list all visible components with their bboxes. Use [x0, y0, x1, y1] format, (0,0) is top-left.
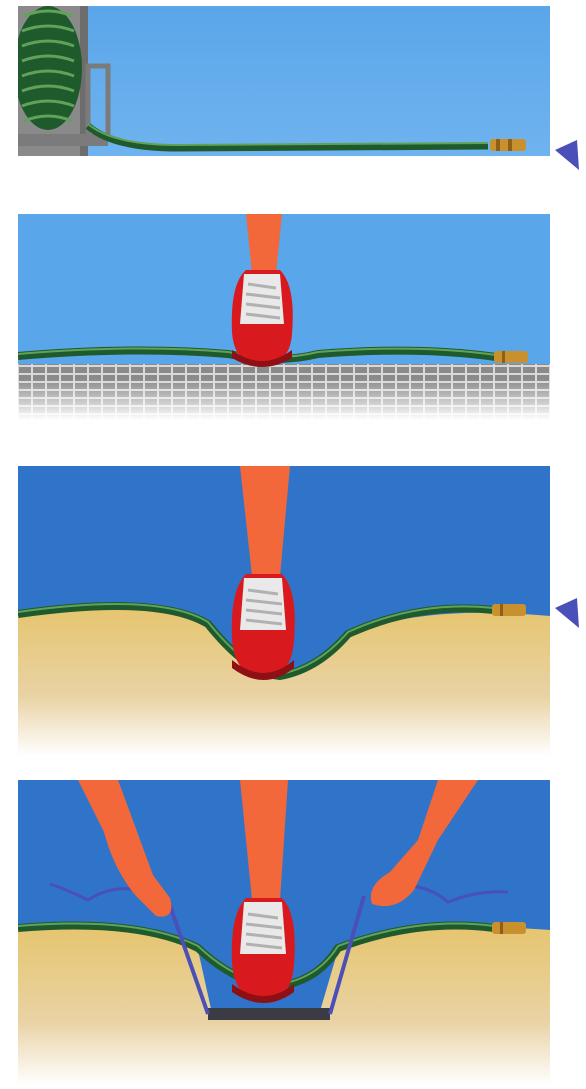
shoe-paving-scene [18, 214, 550, 420]
water-spray-icon [555, 140, 586, 176]
shoe-icon [232, 898, 295, 1003]
hose-nozzle-icon [492, 922, 526, 934]
hose-reel-scene [18, 6, 550, 176]
shoe-sand-scene [18, 466, 550, 756]
panel-hands-pulling-wire [18, 780, 550, 1085]
water-spray-icon [555, 598, 586, 634]
ground-strip [18, 156, 550, 176]
panel-shoe-on-sand [18, 466, 550, 756]
wire-pull-scene [18, 780, 550, 1085]
leg [246, 214, 282, 274]
shoe-icon [232, 270, 293, 367]
plate [208, 1008, 330, 1020]
panel-shoe-on-paving [18, 214, 550, 420]
shoe-icon [232, 574, 295, 680]
hose-nozzle-icon [490, 139, 526, 151]
hose-nozzle-icon [494, 351, 528, 363]
hose-nozzle-icon [492, 604, 526, 616]
panel-hose-reel [18, 6, 550, 176]
